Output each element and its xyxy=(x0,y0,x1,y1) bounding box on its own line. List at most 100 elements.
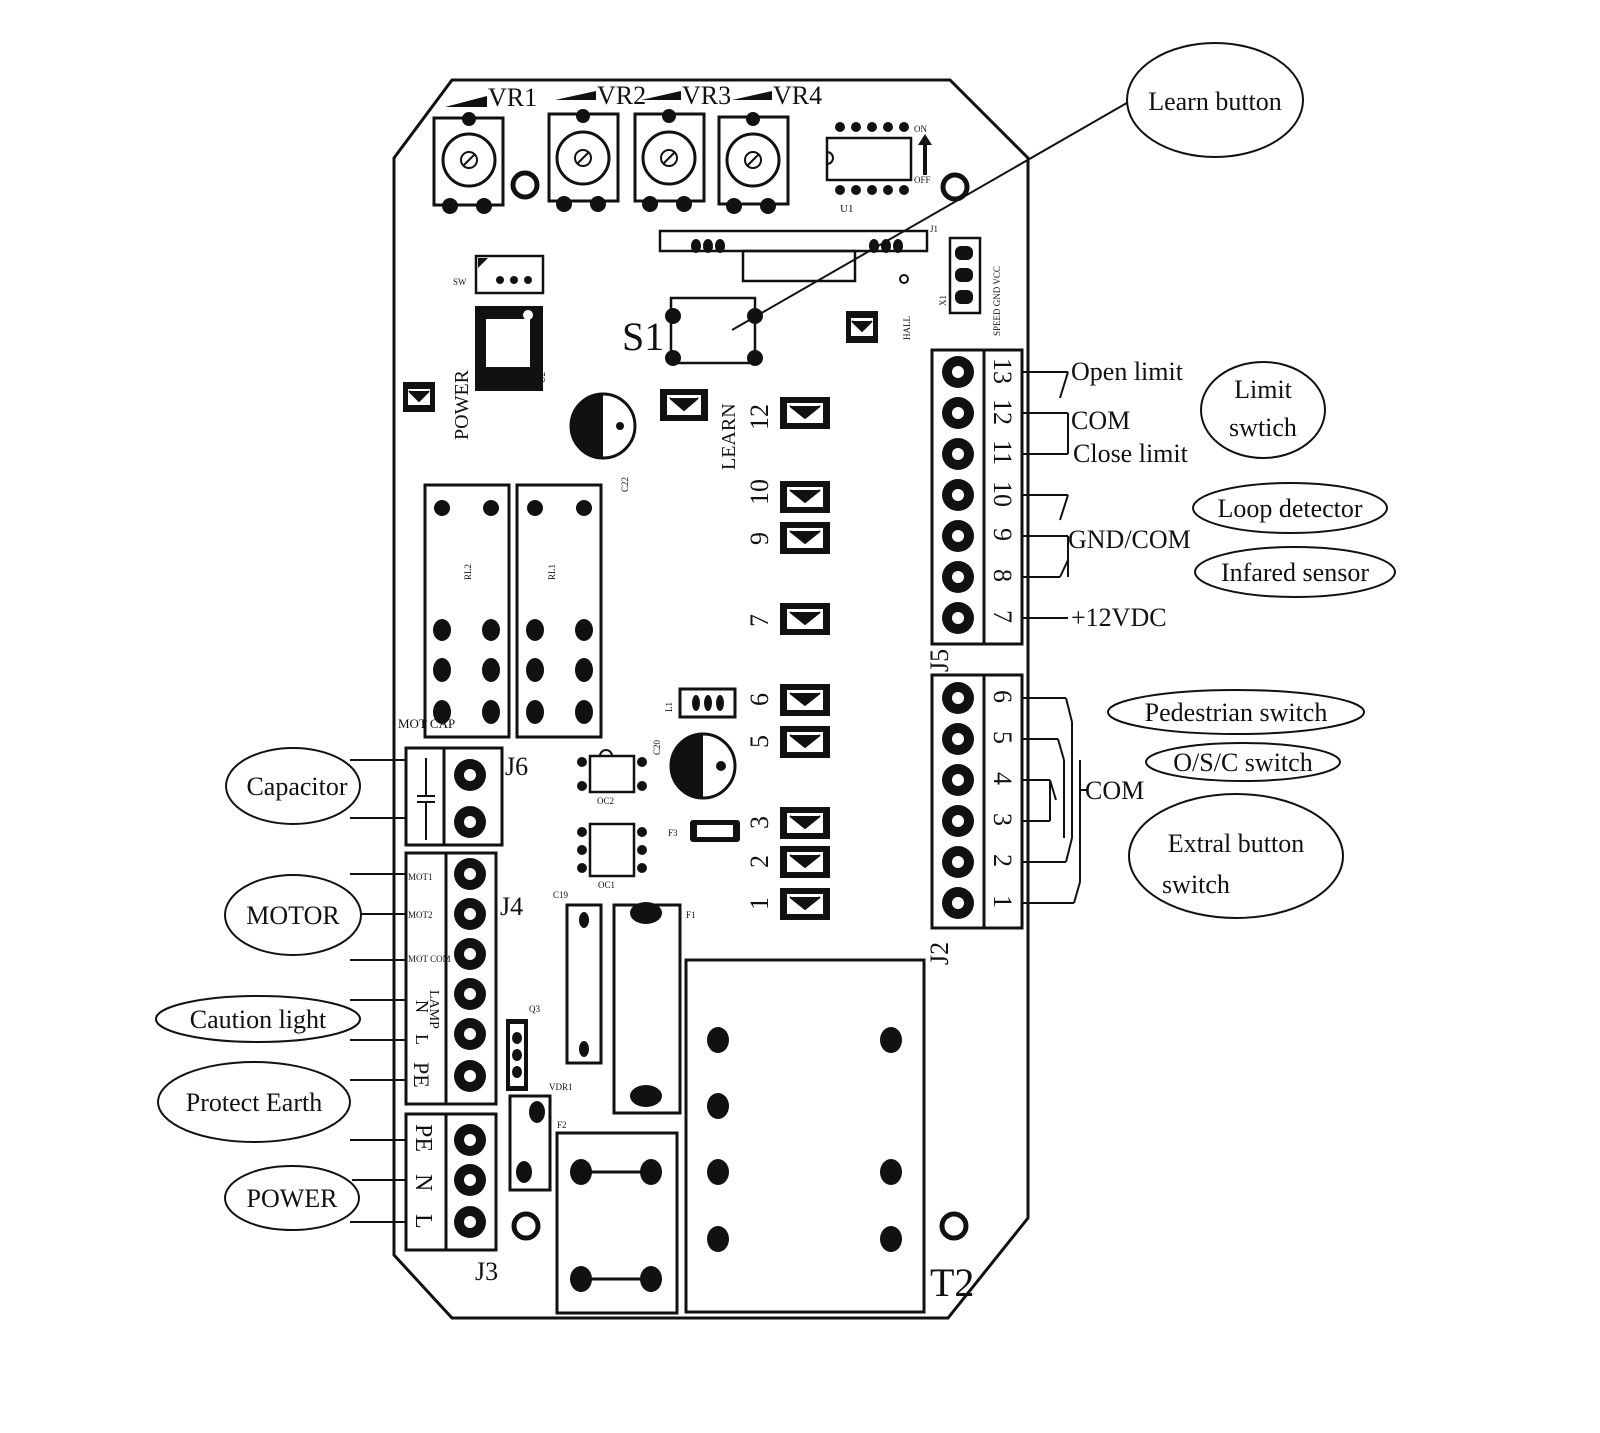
svg-text:9: 9 xyxy=(988,528,1017,541)
regulator-u2: U2 xyxy=(475,306,547,391)
optocoupler-oc2: OC2 xyxy=(577,749,647,806)
callout-pedestrian-switch: Pedestrian switch xyxy=(1107,689,1365,735)
svg-text:12: 12 xyxy=(988,399,1017,425)
label-com: COM xyxy=(1071,406,1130,435)
jumper-6: 6 xyxy=(745,684,830,716)
svg-text:1: 1 xyxy=(745,897,774,910)
jumper-12: 12 xyxy=(745,397,830,430)
svg-text:8: 8 xyxy=(988,569,1017,582)
svg-text:PE: PE xyxy=(409,1062,434,1088)
fuse-f1: F1 xyxy=(612,902,696,1115)
svg-text:9: 9 xyxy=(745,532,774,545)
svg-text:C22: C22 xyxy=(620,477,630,492)
capacitor-c22: C22 xyxy=(569,392,637,492)
svg-text:MOT COM: MOT COM xyxy=(408,954,451,964)
svg-text:Q3: Q3 xyxy=(529,1004,540,1014)
svg-text:Protect Earth: Protect Earth xyxy=(186,1088,322,1117)
svg-text:POWER: POWER xyxy=(451,369,473,440)
label-close-limit: Close limit xyxy=(1073,439,1189,468)
svg-text:switch: switch xyxy=(1162,870,1230,899)
terminal-j3: PE N L J3 xyxy=(404,1112,498,1286)
svg-text:OFF: OFF xyxy=(914,175,931,185)
svg-text:Infared sensor: Infared sensor xyxy=(1221,558,1369,587)
mount-hole xyxy=(510,170,540,200)
svg-text:Caution light: Caution light xyxy=(190,1005,327,1034)
callout-loop-detector: Loop detector xyxy=(1192,482,1388,534)
svg-text:MOT2: MOT2 xyxy=(408,910,433,920)
svg-text:10: 10 xyxy=(988,481,1017,507)
svg-text:5: 5 xyxy=(745,735,774,748)
switch-sw: SW xyxy=(453,254,545,295)
relay-rl2: RL2 xyxy=(423,483,511,739)
svg-text:U2: U2 xyxy=(537,372,547,383)
svg-text:Pedestrian switch: Pedestrian switch xyxy=(1145,698,1328,727)
callout-capacitor: Capacitor xyxy=(225,747,361,825)
svg-text:L1: L1 xyxy=(664,702,674,712)
svg-text:3: 3 xyxy=(745,816,774,829)
svg-text:L: L xyxy=(412,1034,432,1045)
j2-wiring xyxy=(1022,697,1088,904)
terminal-j4: MOT1 MOT2 MOT COM N L LAMP PE J4 xyxy=(404,851,523,1106)
svg-text:MOT1: MOT1 xyxy=(408,872,433,882)
mount-hole xyxy=(939,1211,969,1241)
svg-text:VDR1: VDR1 xyxy=(549,1082,573,1092)
callout-osc-switch: O/S/C switch xyxy=(1145,742,1341,782)
svg-text:F3: F3 xyxy=(668,828,678,838)
svg-text:C19: C19 xyxy=(553,890,569,900)
svg-text:VR2: VR2 xyxy=(597,81,646,110)
jumper-3: 3 xyxy=(745,807,830,839)
terminal-j5: 13 12 11 10 9 8 7 J5 xyxy=(925,348,1024,672)
svg-text:HALL: HALL xyxy=(902,316,912,340)
inductor-l1: L1 xyxy=(664,687,737,719)
board-outline xyxy=(392,78,1030,1320)
svg-text:7: 7 xyxy=(745,614,774,627)
jumper-column: 12 10 9 7 6 5 3 2 1 xyxy=(745,397,830,920)
svg-text:Extral button: Extral button xyxy=(1168,829,1304,858)
jumper-7: 7 xyxy=(745,603,830,635)
svg-text:O/S/C switch: O/S/C switch xyxy=(1173,748,1312,777)
header-j1: J1 xyxy=(658,224,938,284)
learn-leader-line xyxy=(731,99,1133,331)
jumper-1: 1 xyxy=(745,888,830,920)
j5-wiring xyxy=(1022,371,1069,619)
svg-text:F2: F2 xyxy=(557,1120,567,1130)
svg-text:VR3: VR3 xyxy=(682,81,731,110)
label-com-2: COM xyxy=(1085,776,1144,805)
label-gnd-com: GND/COM xyxy=(1068,525,1191,554)
mount-hole xyxy=(511,1211,541,1241)
learn-led: LEARN xyxy=(660,389,740,470)
terminal-j6: J6 xyxy=(404,746,528,847)
mot-cap-label: MOT CAP xyxy=(398,716,455,731)
callout-infared-sensor: Infared sensor xyxy=(1194,546,1396,598)
svg-text:J2: J2 xyxy=(925,942,954,965)
fuse-f3: F3 xyxy=(668,820,740,842)
svg-text:SW: SW xyxy=(453,277,467,287)
svg-text:Learn button: Learn button xyxy=(1148,87,1282,116)
svg-text:7: 7 xyxy=(988,610,1017,623)
svg-text:11: 11 xyxy=(988,440,1017,465)
relay-rl1: RL1 xyxy=(515,483,603,739)
svg-text:2: 2 xyxy=(745,855,774,868)
svg-text:OC2: OC2 xyxy=(597,796,614,806)
pot-vr2: VR2 xyxy=(547,81,646,212)
svg-text:RL2: RL2 xyxy=(463,564,473,580)
svg-text:VR1: VR1 xyxy=(488,83,537,112)
varistor-vdr1: VDR1 xyxy=(508,1082,573,1192)
svg-text:13: 13 xyxy=(988,358,1017,384)
pot-vr3: VR3 xyxy=(633,81,731,212)
svg-text:ON: ON xyxy=(914,124,927,134)
jumper-5: 5 xyxy=(745,726,830,758)
svg-text:MOTOR: MOTOR xyxy=(246,901,340,930)
svg-text:U1: U1 xyxy=(840,203,853,215)
svg-text:6: 6 xyxy=(988,690,1017,703)
svg-text:X1: X1 xyxy=(938,295,948,306)
svg-text:N: N xyxy=(410,1174,436,1191)
jumper-10: 10 xyxy=(745,479,830,513)
power-relay xyxy=(684,958,926,1314)
svg-text:LAMP: LAMP xyxy=(426,990,441,1029)
svg-text:J6: J6 xyxy=(505,752,528,781)
mount-hole xyxy=(940,172,970,202)
svg-text:Loop detector: Loop detector xyxy=(1217,494,1362,523)
callout-caution-light: Caution light xyxy=(155,995,361,1043)
